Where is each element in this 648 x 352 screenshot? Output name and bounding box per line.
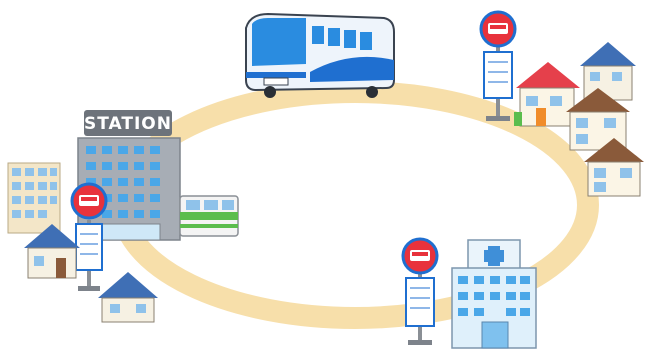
station-building-icon: STATION <box>77 110 181 241</box>
train-icon <box>179 195 239 237</box>
house-icon <box>98 272 158 323</box>
station-sign-text: STATION <box>84 114 172 134</box>
house-icon <box>24 224 80 279</box>
apartment-building-left <box>7 162 61 234</box>
house-icon <box>584 138 644 197</box>
bus-stop-residential <box>479 10 517 121</box>
bus-icon <box>245 12 395 98</box>
bus-stop-hospital <box>401 237 439 345</box>
hospital-icon <box>451 239 537 349</box>
house-icon <box>580 42 636 101</box>
bus-stop-station <box>70 182 108 291</box>
house-icon <box>514 62 580 127</box>
